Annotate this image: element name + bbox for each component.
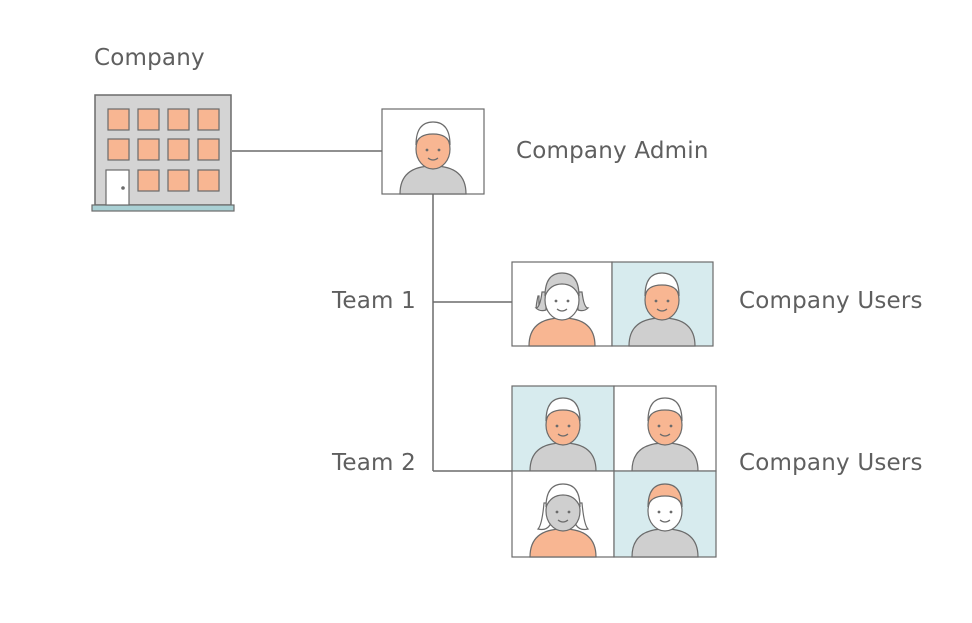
user-avatar-icon xyxy=(611,261,714,347)
user-avatar-icon xyxy=(613,385,717,472)
team2-users-group xyxy=(511,385,717,558)
team2-label: Team 2 xyxy=(332,450,416,476)
company-label: Company xyxy=(94,45,205,71)
company-admin-label: Company Admin xyxy=(516,138,709,164)
team1-users-group xyxy=(511,261,714,347)
user-avatar-icon xyxy=(511,470,615,558)
connector-lines xyxy=(232,150,512,472)
user-avatar-icon xyxy=(613,470,717,558)
team1-label: Team 1 xyxy=(332,288,416,314)
team1-users-label: Company Users xyxy=(739,288,923,314)
user-avatar-icon xyxy=(511,385,615,472)
building-icon xyxy=(91,94,235,212)
door-icon xyxy=(105,169,130,206)
admin-avatar-icon xyxy=(381,108,485,195)
team2-users-label: Company Users xyxy=(739,450,923,476)
user-avatar-icon xyxy=(511,261,613,347)
